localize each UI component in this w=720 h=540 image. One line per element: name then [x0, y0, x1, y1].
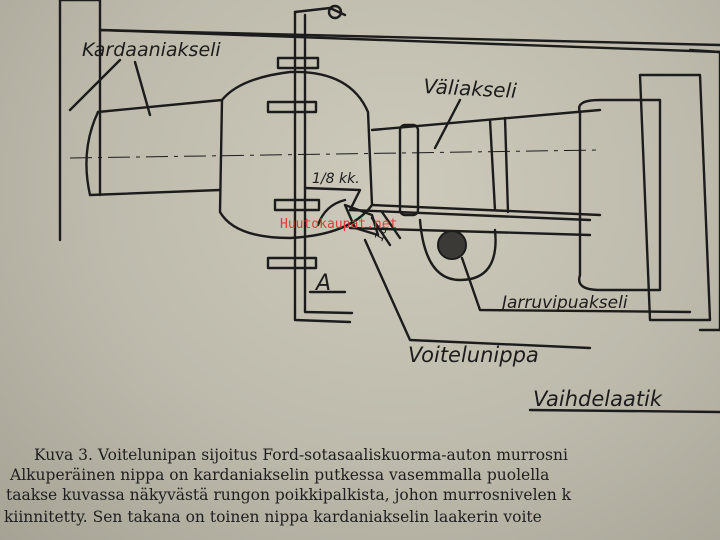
brake-shaft-section	[437, 230, 467, 260]
grease-nipple	[343, 203, 380, 237]
bracket-bar	[348, 208, 592, 237]
label-voitelunippa: Voitelunippa	[408, 343, 539, 367]
nipple-arc	[316, 198, 347, 227]
cross-member-top	[293, 6, 347, 17]
caption-line-1: Kuva 3. Voitelunipan sijoitus Ford-sotas…	[34, 446, 568, 464]
label-point-a: A	[314, 271, 331, 296]
leader-jarru	[460, 256, 692, 314]
brake-bracket	[418, 218, 497, 282]
caption-line-4: kiinnitetty. Sen takana on toinen nippa …	[4, 508, 542, 526]
cardan-shaft-end	[85, 110, 100, 197]
gearbox-flange	[638, 73, 712, 322]
bolts	[266, 4, 343, 270]
cross-member-inner	[303, 13, 354, 315]
leader-voitelunippa	[363, 238, 592, 350]
label-jarruvipuakseli: Jarruvipuakseli	[499, 293, 628, 313]
shaft-collar	[398, 123, 420, 217]
cross-member	[293, 10, 352, 324]
gearbox-flange-right	[688, 48, 720, 332]
label-vaihdelaatik: Vaihdelaatik	[533, 387, 663, 411]
label-valiakseli: Väliakseli	[423, 74, 518, 103]
label-kardaaniakseli: Kardaaniakseli	[82, 39, 221, 61]
cardan-shaft	[88, 98, 224, 197]
label-size: 16	[372, 224, 391, 243]
frame-rail	[58, 0, 720, 47]
label-fraction: 1/8 kk.	[312, 171, 360, 187]
shaft-collar-2	[488, 116, 510, 214]
caption-line-3: taakse kuvassa näkyvästä rungon poikkipa…	[6, 486, 572, 504]
technical-drawing: Kardaaniakseli Väliakseli 1/8 kk. 16 A J…	[58, 0, 720, 414]
watermark: Huutokaupat.net	[280, 217, 397, 232]
caption: Kuva 3. Voitelunipan sijoitus Ford-sotas…	[0, 440, 720, 540]
caption-line-2: Alkuperäinen nippa on kardaniakselin put…	[10, 466, 550, 484]
frame-rail-lower	[98, 28, 720, 54]
gearbox-housing	[578, 98, 662, 292]
center-line	[69, 149, 601, 159]
leader-vaihde	[528, 408, 720, 414]
intermediate-shaft	[370, 108, 602, 217]
dim-16	[370, 210, 402, 247]
leader-valiakseli	[433, 98, 462, 150]
leader-kardaani	[68, 58, 152, 117]
leader-fraction	[303, 186, 362, 212]
